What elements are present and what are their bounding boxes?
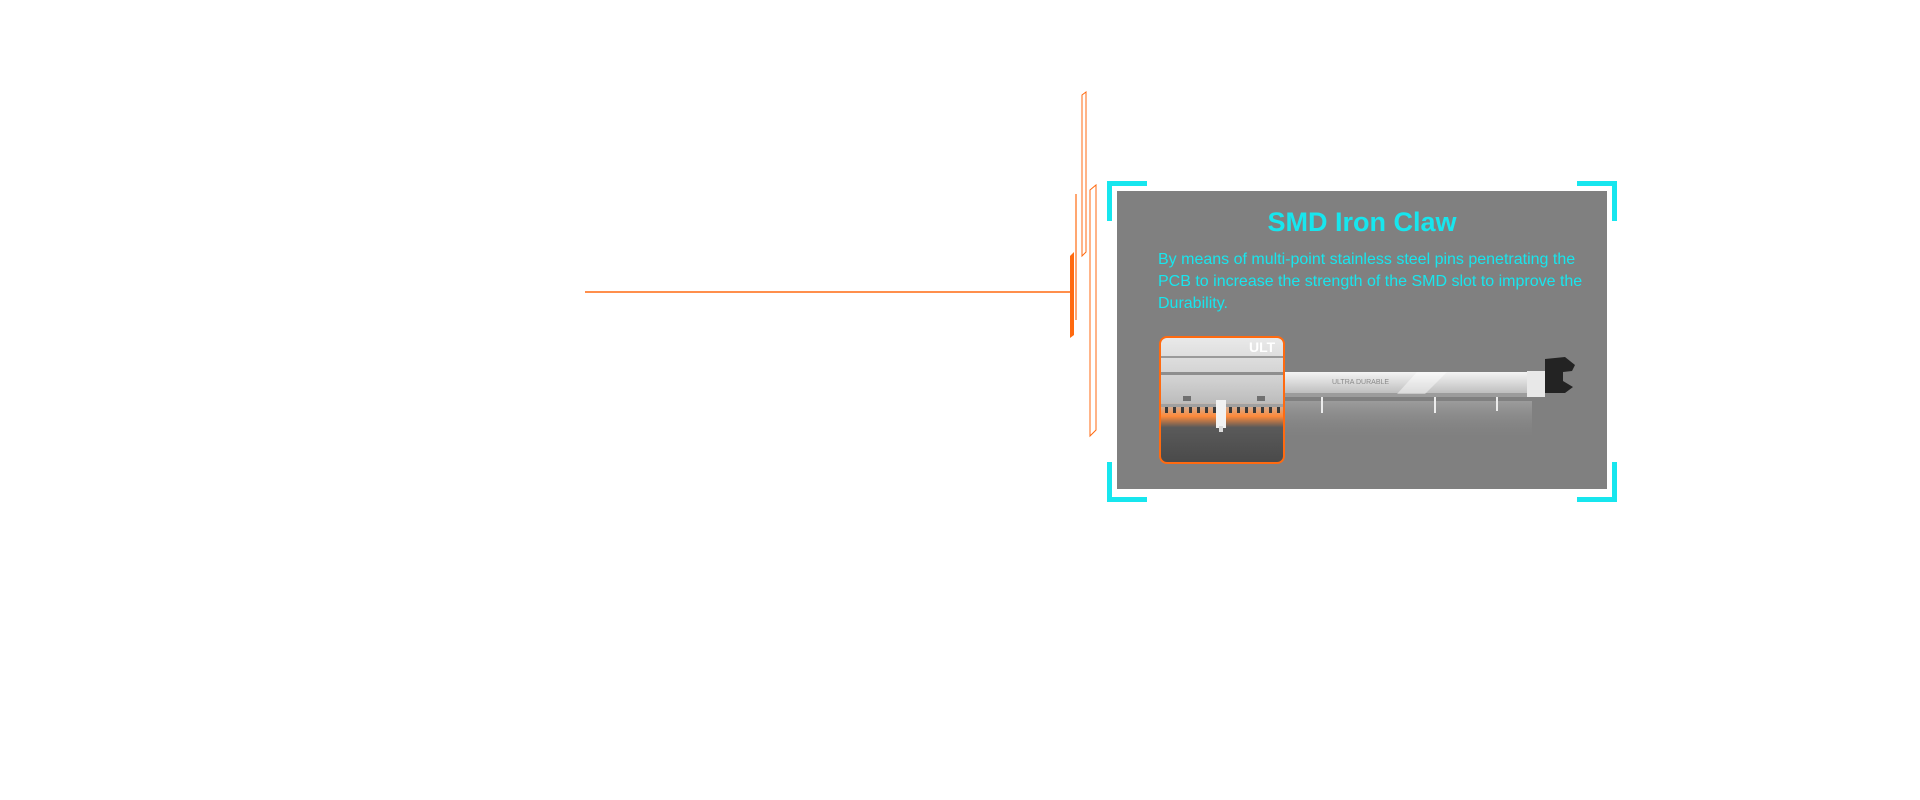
zoom-detail: ULT <box>1161 339 1283 432</box>
inset-brand-text: ULT <box>1249 339 1276 355</box>
feature-description: By means of multi-point stainless steel … <box>1158 251 1583 312</box>
connector-trace-lower <box>1089 183 1097 438</box>
corner-bracket-top-right <box>1577 181 1617 221</box>
slot-body <box>1277 372 1532 394</box>
corner-bracket-bottom-right <box>1577 462 1617 502</box>
connector-bar-solid <box>1070 252 1074 338</box>
slot-reflection <box>1277 401 1532 441</box>
iron-claw-zoom-inset: ULT <box>1159 336 1285 464</box>
slot-latch <box>1545 357 1575 393</box>
slot-end-cap <box>1527 371 1545 397</box>
corner-bracket-top-left <box>1107 181 1147 221</box>
slot-glare <box>1397 372 1447 394</box>
corner-bracket-bottom-left <box>1107 462 1147 502</box>
feature-panel: SMD Iron Claw By means of multi-point st… <box>1114 188 1610 492</box>
connector-trace-upper <box>1081 91 1087 258</box>
iron-claw-pin <box>1216 400 1226 428</box>
feature-title: SMD Iron Claw <box>1267 207 1457 237</box>
pcie-slot-image: ULTRA DURABLE <box>1277 357 1575 441</box>
slot-base <box>1277 393 1532 397</box>
slot-brand-text: ULTRA DURABLE <box>1332 379 1389 386</box>
